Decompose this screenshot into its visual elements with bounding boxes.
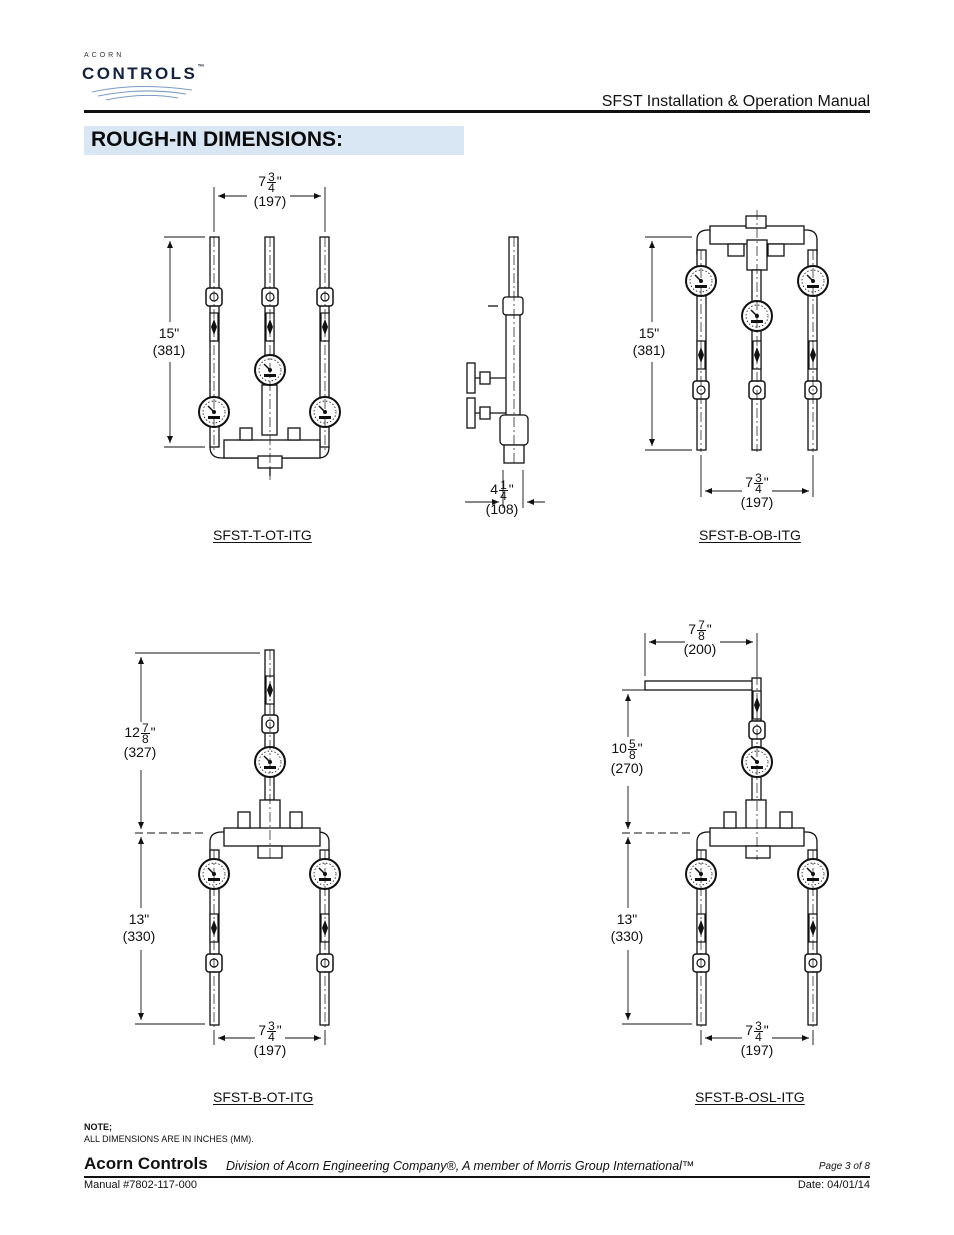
dim-height-t-ot: 15"(381) xyxy=(152,325,186,358)
logo-swoosh-icon xyxy=(91,85,193,101)
drawing-side-view xyxy=(466,236,529,464)
dimension-lines xyxy=(135,187,814,1045)
footer-rule xyxy=(84,1176,870,1178)
acorn-controls-logo: ACORN CONTROLS™ xyxy=(82,52,212,104)
header-rule xyxy=(84,110,870,113)
drawing-sfst-b-osl-itg xyxy=(644,677,818,1026)
caption-sfst-b-ot-itg: SFST-B-OT-ITG xyxy=(213,1089,314,1105)
manual-title: SFST Installation & Operation Manual xyxy=(601,93,870,110)
footer-manual-number: Manual #7802-117-000 xyxy=(84,1179,197,1191)
caption-sfst-b-ob-itg: SFST-B-OB-ITG xyxy=(699,527,801,543)
dim-lower-height-b-osl: 13"(330) xyxy=(610,911,644,944)
caption-sfst-b-osl-itg: SFST-B-OSL-ITG xyxy=(695,1089,805,1105)
logo-big-text: CONTROLS™ xyxy=(82,64,207,83)
section-title: ROUGH-IN DIMENSIONS: xyxy=(91,128,343,151)
drawing-sfst-b-ot-itg xyxy=(209,649,330,1026)
footer-division: Division of Acorn Engineering Company®, … xyxy=(226,1159,695,1173)
dim-height-b-ob: 15"(381) xyxy=(632,325,666,358)
note-label: NOTE; xyxy=(84,1122,112,1132)
centerlines xyxy=(213,210,814,1030)
note-text: ALL DIMENSIONS ARE IN INCHES (MM). xyxy=(84,1134,254,1144)
logo-small-text: ACORN xyxy=(84,52,125,59)
footer-brand: Acorn Controls xyxy=(84,1154,208,1173)
footer-page-number: Page 3 of 8 xyxy=(818,1161,870,1172)
section-title-bar xyxy=(84,126,464,155)
caption-sfst-t-ot-itg: SFST-T-OT-ITG xyxy=(213,527,312,543)
dim-lower-height-b-ot: 13"(330) xyxy=(122,911,156,944)
footer-date: Date: 04/01/14 xyxy=(797,1179,870,1191)
